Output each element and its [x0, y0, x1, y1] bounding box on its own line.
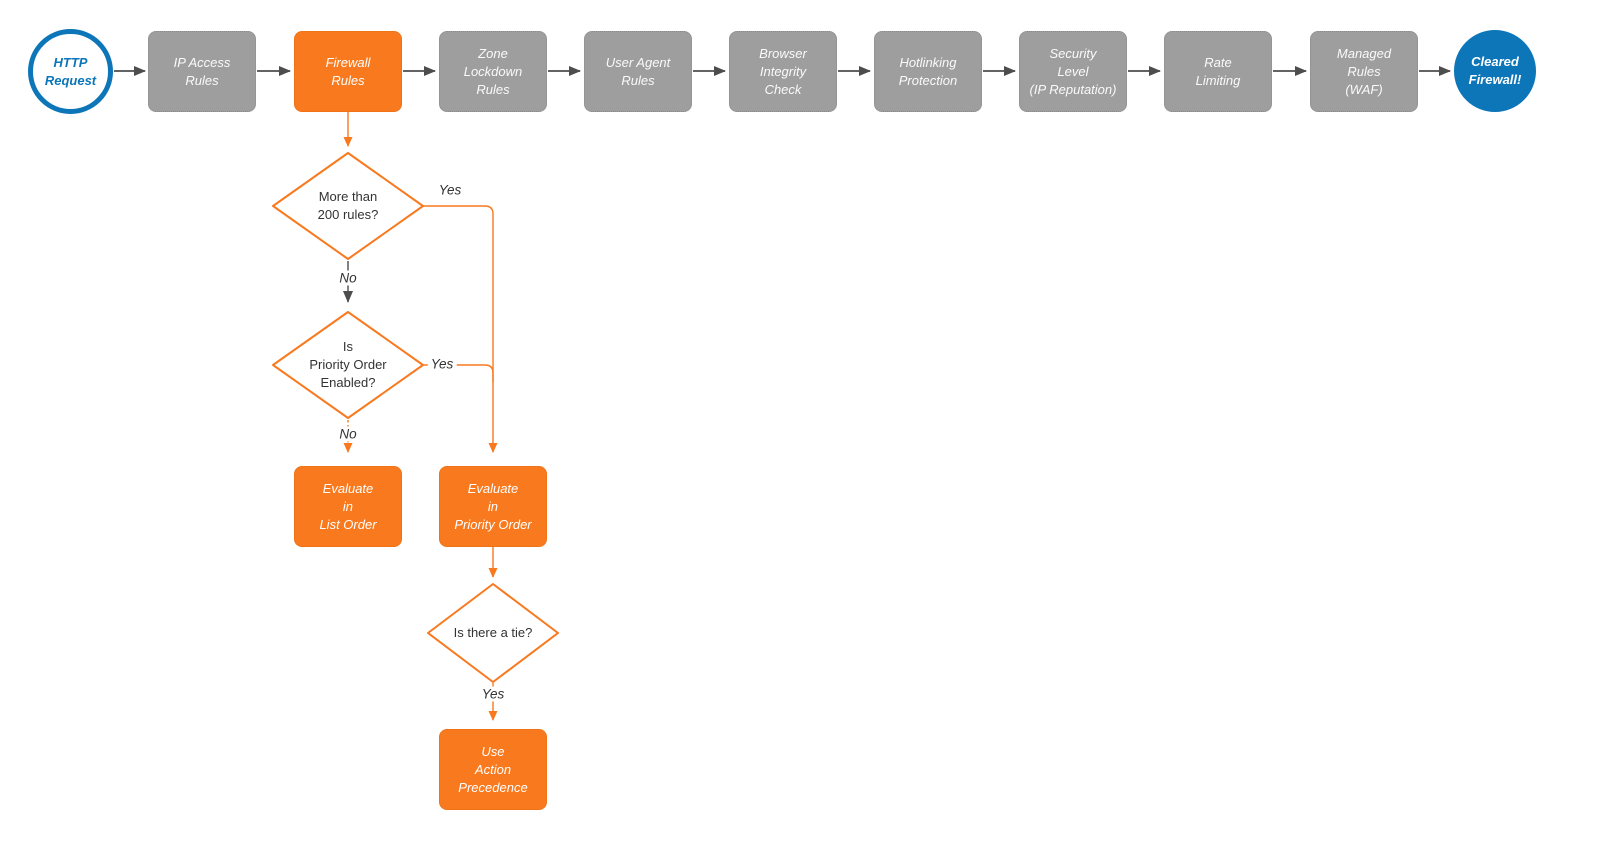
edge-label-yes3: Yes — [478, 686, 508, 702]
connector-yes1 — [423, 205, 498, 453]
decision-label-priority-order-enabled: Is Priority Order Enabled? — [309, 339, 387, 390]
edge-label-yes1: Yes — [435, 182, 465, 198]
action-use-action-precedence: Use Action Precedence — [439, 729, 547, 810]
process-ip-access-rules: IP Access Rules — [148, 31, 256, 112]
edge-label-no1: No — [336, 270, 360, 286]
action-evaluate-in-priority-order: Evaluate in Priority Order — [439, 466, 547, 547]
process-security-level: Security Level (IP Reputation) — [1019, 31, 1127, 112]
pipeline-connectors — [114, 66, 1451, 303]
process-rate-limiting: Rate Limiting — [1164, 31, 1272, 112]
end-node-cleared-firewall: Cleared Firewall! — [1454, 30, 1536, 112]
process-firewall-rules: Firewall Rules — [294, 31, 402, 112]
decision-is-there-a-tie — [427, 583, 559, 683]
process-user-agent-rules: User Agent Rules — [584, 31, 692, 112]
action-evaluate-in-list-order: Evaluate in List Order — [294, 466, 402, 547]
process-zone-lockdown-rules: Zone Lockdown Rules — [439, 31, 547, 112]
decision-more-than-200-rules — [272, 152, 424, 260]
start-node-http-request: HTTP Request — [28, 29, 113, 114]
decision-priority-order-enabled — [272, 311, 424, 419]
process-managed-rules-waf: Managed Rules (WAF) — [1310, 31, 1418, 112]
connector-yes2 — [423, 364, 494, 382]
process-browser-integrity-check: Browser Integrity Check — [729, 31, 837, 112]
process-hotlinking-protection: Hotlinking Protection — [874, 31, 982, 112]
edge-label-no2: No — [336, 426, 360, 442]
decision-label-more-than-200-rules: More than 200 rules? — [317, 189, 379, 222]
decision-connectors — [343, 112, 498, 721]
edge-label-yes2: Yes — [427, 356, 457, 372]
decision-label-is-there-a-tie: Is there a tie? — [453, 625, 533, 640]
